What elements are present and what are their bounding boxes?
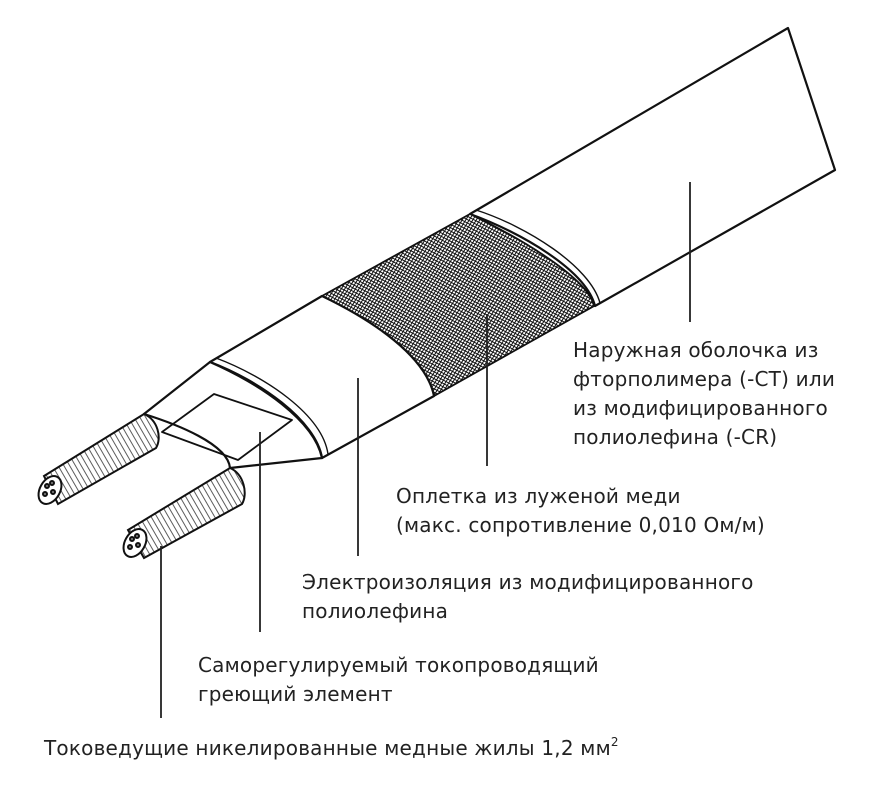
label-outer-jacket-line3: из модифицированного bbox=[573, 396, 828, 420]
label-heating-core-line1: Саморегулируемый токопроводящий bbox=[198, 653, 599, 677]
label-bus-wires-text: Токоведущие никелированные медные жилы 1… bbox=[44, 736, 611, 760]
label-insulation-line2: полиолефина bbox=[302, 599, 449, 623]
label-outer-jacket-line1: Наружная оболочка из bbox=[573, 338, 819, 362]
label-outer-jacket-line2: фторполимера (-CT) или bbox=[573, 367, 836, 391]
heating-core bbox=[142, 360, 324, 470]
label-insulation: Электроизоляция из модифицированного пол… bbox=[302, 568, 754, 626]
label-insulation-line1: Электроизоляция из модифицированного bbox=[302, 570, 754, 594]
label-heating-core: Саморегулируемый токопроводящий греющий … bbox=[198, 651, 599, 709]
bus-wire-upper bbox=[37, 412, 160, 506]
label-braid-line1: Оплетка из луженой меди bbox=[396, 484, 681, 508]
label-bus-wires: Токоведущие никелированные медные жилы 1… bbox=[44, 734, 619, 763]
label-braid: Оплетка из луженой меди (макс. сопротивл… bbox=[396, 482, 765, 540]
label-heating-core-line2: греющий элемент bbox=[198, 682, 393, 706]
label-outer-jacket-line4: полиолефина (-CR) bbox=[573, 425, 778, 449]
bus-wire-lower bbox=[122, 466, 246, 560]
leader-lines bbox=[160, 182, 691, 718]
label-outer-jacket: Наружная оболочка из фторполимера (-CT) … bbox=[573, 336, 835, 452]
label-braid-line2: (макс. сопротивление 0,010 Ом/м) bbox=[396, 513, 765, 537]
label-bus-wires-superscript: 2 bbox=[610, 735, 619, 749]
